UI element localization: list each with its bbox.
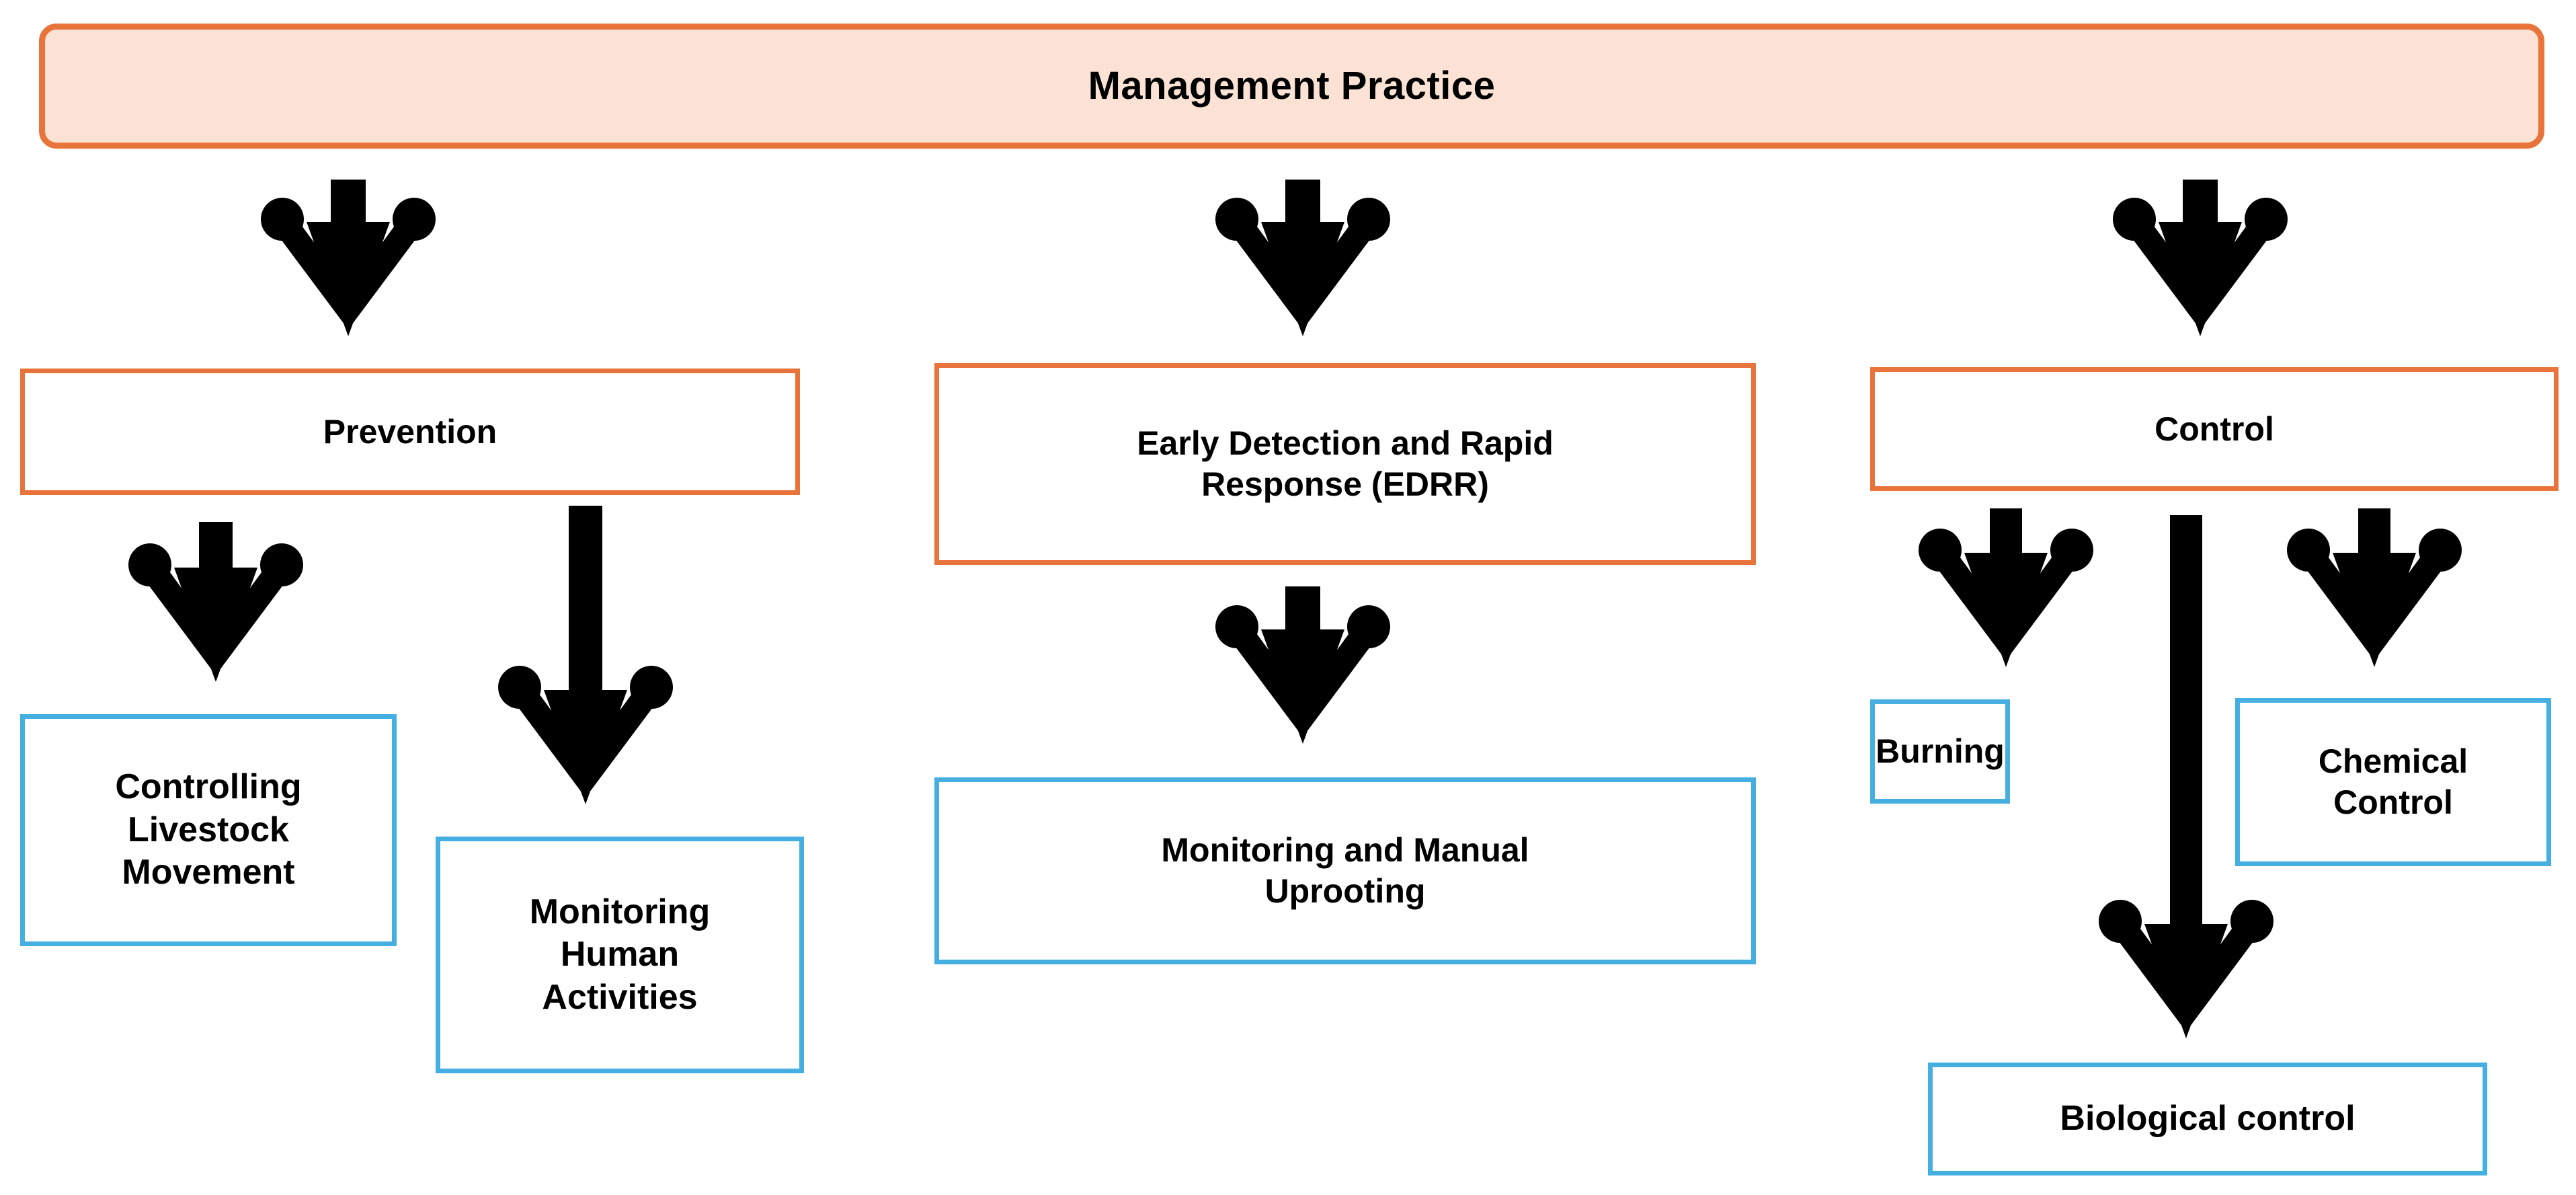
node-label: Monitoring and Manual Uprooting bbox=[1161, 831, 1529, 910]
connector-control-to-burning bbox=[1919, 508, 2093, 667]
connector-root-to-prevention bbox=[261, 180, 436, 336]
node-label: Biological control bbox=[2060, 1099, 2356, 1139]
node-monitoring-and-manual-uprooting[interactable]: Monitoring and Manual Uprooting bbox=[934, 777, 1756, 964]
node-controlling-livestock-movement[interactable]: Controlling Livestock Movement bbox=[20, 714, 397, 946]
node-label: Prevention bbox=[323, 412, 497, 451]
node-control[interactable]: Control bbox=[1870, 367, 2559, 491]
connector-root-to-control bbox=[2113, 180, 2288, 336]
node-burning[interactable]: Burning bbox=[1870, 699, 2010, 804]
connector-prevention-to-monitoring-human-activities bbox=[498, 506, 673, 804]
node-early-detection-and-rapid-response[interactable]: Early Detection and Rapid Response (EDRR… bbox=[934, 363, 1756, 565]
connector-control-to-chemical-control bbox=[2287, 508, 2462, 667]
node-label: Burning bbox=[1876, 732, 2005, 770]
node-label: Chemical Control bbox=[2318, 742, 2468, 821]
connector-prevention-to-controlling-livestock-movement bbox=[128, 522, 303, 682]
node-label: Early Detection and Rapid Response (EDRR… bbox=[1137, 424, 1554, 503]
node-monitoring-human-activities[interactable]: Monitoring Human Activities bbox=[436, 837, 804, 1073]
node-management-practice[interactable]: Management Practice bbox=[39, 24, 2544, 149]
node-biological-control[interactable]: Biological control bbox=[1928, 1063, 2487, 1175]
node-label: Control bbox=[2155, 410, 2274, 448]
connector-root-to-edrr bbox=[1215, 180, 1390, 336]
node-label: Management Practice bbox=[1088, 63, 1496, 108]
node-chemical-control[interactable]: Chemical Control bbox=[2235, 698, 2551, 866]
node-label: Monitoring Human Activities bbox=[529, 892, 711, 1017]
node-prevention[interactable]: Prevention bbox=[20, 369, 800, 495]
connector-edrr-to-monitoring-and-manual-uprooting bbox=[1215, 586, 1390, 744]
node-label: Controlling Livestock Movement bbox=[115, 767, 302, 892]
